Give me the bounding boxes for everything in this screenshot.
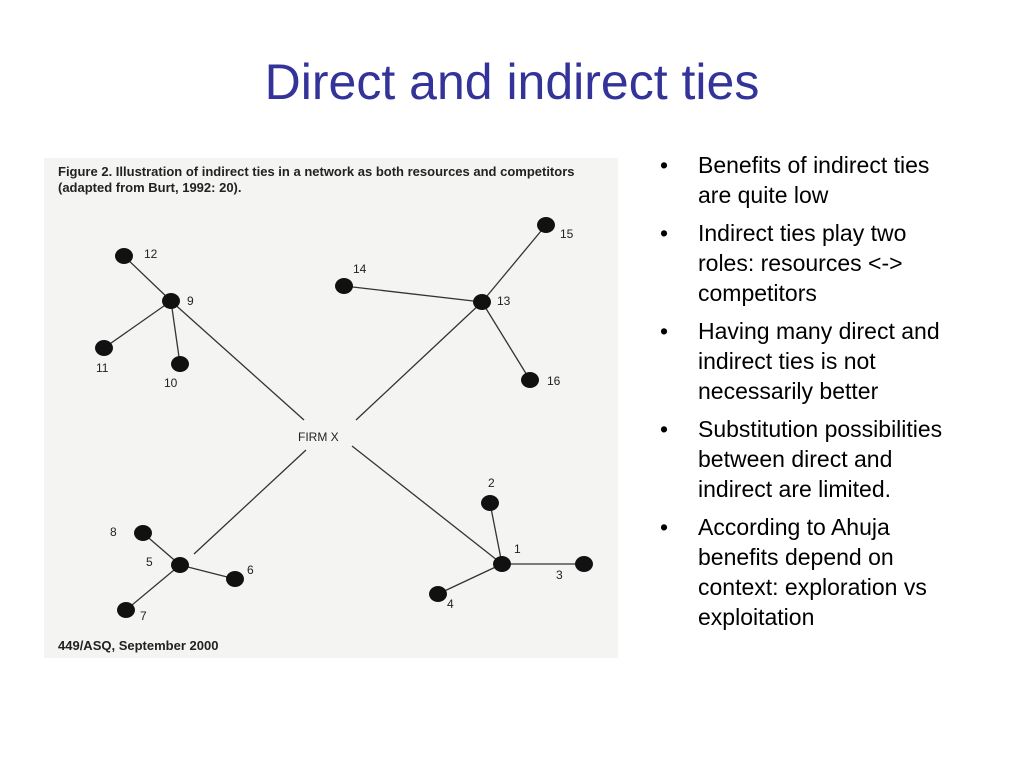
bullet-dot: • (660, 152, 669, 178)
network-node-3 (575, 556, 593, 572)
network-edge (481, 301, 531, 381)
bullet-text: Benefits of indirect ties are quite low (698, 152, 930, 208)
firm-x-label: FIRM X (298, 430, 339, 444)
network-node-12 (115, 248, 133, 264)
network-edge (103, 300, 172, 349)
network-node-8 (134, 525, 152, 541)
network-node-2 (481, 495, 499, 511)
node-label-1: 1 (514, 542, 521, 556)
node-label-15: 15 (560, 227, 574, 241)
network-node-14 (335, 278, 353, 294)
node-label-13: 13 (497, 294, 511, 308)
node-label-10: 10 (164, 376, 178, 390)
network-node-16 (521, 372, 539, 388)
node-label-14: 14 (353, 262, 367, 276)
network-node-6 (226, 571, 244, 587)
node-label-7: 7 (140, 609, 147, 623)
node-label-11: 11 (96, 361, 109, 375)
network-edge (481, 224, 547, 303)
network-edge (351, 445, 503, 565)
bullet-item: • Benefits of indirect ties are quite low (660, 150, 960, 210)
network-edge (170, 300, 181, 365)
network-edge (489, 502, 503, 565)
bullet-text: Indirect ties play two roles: resources … (698, 220, 907, 306)
bullet-text: Substitution possibilities between direc… (698, 416, 943, 502)
bullet-item: • Indirect ties play two roles: resources… (660, 218, 960, 308)
network-edge (437, 563, 503, 595)
bullet-list: • Benefits of indirect ties are quite low… (660, 150, 960, 640)
network-node-10 (171, 356, 189, 372)
bullet-item: • Substitution possibilities between dire… (660, 414, 960, 504)
bullet-item: • Having many direct and indirect ties is… (660, 316, 960, 406)
node-label-4: 4 (447, 597, 454, 611)
network-node-1 (493, 556, 511, 572)
network-node-5 (171, 557, 189, 573)
network-edge (179, 564, 236, 580)
network-node-7 (117, 602, 135, 618)
network-edge (343, 285, 483, 303)
network-edge (193, 449, 307, 555)
figure-caption: Figure 2. Illustration of indirect ties … (58, 164, 575, 195)
node-label-9: 9 (187, 294, 194, 308)
network-edge (125, 564, 181, 611)
node-label-12: 12 (144, 247, 158, 261)
figure-footer: 449/ASQ, September 2000 (58, 638, 219, 653)
bullet-text: Having many direct and indirect ties is … (698, 318, 940, 404)
node-label-2: 2 (488, 476, 495, 490)
bullet-dot: • (660, 220, 669, 246)
network-edge (355, 301, 483, 421)
network-node-15 (537, 217, 555, 233)
network-node-4 (429, 586, 447, 602)
node-label-5: 5 (146, 555, 153, 569)
bullet-dot: • (660, 514, 669, 540)
bullet-item: • According to Ahuja benefits depend on c… (660, 512, 960, 632)
node-label-6: 6 (247, 563, 254, 577)
network-node-13 (473, 294, 491, 310)
node-label-3: 3 (556, 568, 563, 582)
network-node-11 (95, 340, 113, 356)
bullet-dot: • (660, 318, 669, 344)
network-edge (170, 300, 305, 421)
bullet-text: According to Ahuja benefits depend on co… (698, 514, 927, 630)
node-label-8: 8 (110, 525, 117, 539)
slide-title: Direct and indirect ties (264, 54, 760, 110)
node-label-16: 16 (547, 374, 561, 388)
bullet-dot: • (660, 416, 669, 442)
network-edge (123, 255, 172, 302)
network-node-9 (162, 293, 180, 309)
